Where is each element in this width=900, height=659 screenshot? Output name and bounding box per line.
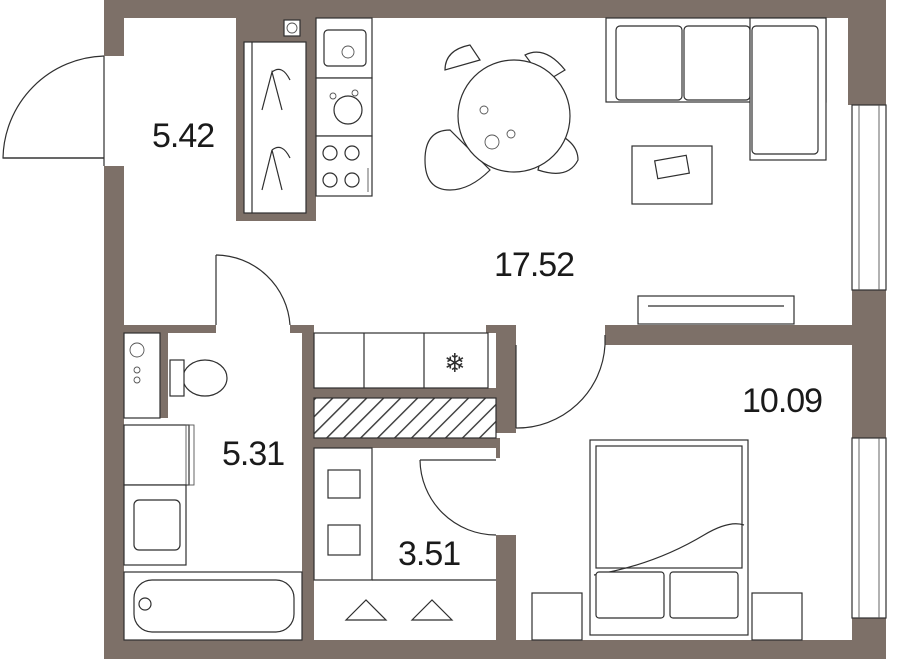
bed: [531, 439, 803, 641]
sofa: [605, 17, 827, 205]
kitchen-lower: ❄: [313, 332, 489, 389]
room-area-hall: 5.42: [152, 117, 214, 155]
room-area-bathroom: 5.31: [222, 435, 284, 473]
hanger-icon: [261, 68, 291, 111]
doors: [2, 55, 606, 536]
hall-wardrobe: [243, 19, 307, 214]
bathroom: [123, 332, 303, 641]
snowflake-icon: ❄: [444, 349, 466, 379]
room-area-bedroom: 10.09: [742, 382, 822, 420]
hanger-icon: [261, 146, 291, 191]
room-area-wardrobe: 3.51: [398, 535, 460, 573]
windows: [851, 104, 887, 619]
hanger-icon: [344, 599, 388, 621]
room-area-living: 17.52: [494, 246, 574, 284]
dining-table: [424, 44, 579, 191]
hanger-icon: [410, 599, 454, 621]
walls: [104, 0, 886, 659]
walk-in-closet: [313, 447, 496, 621]
ventilation-shaft: [313, 397, 497, 439]
tv-stand: [637, 295, 795, 325]
kitchen: [315, 17, 373, 197]
